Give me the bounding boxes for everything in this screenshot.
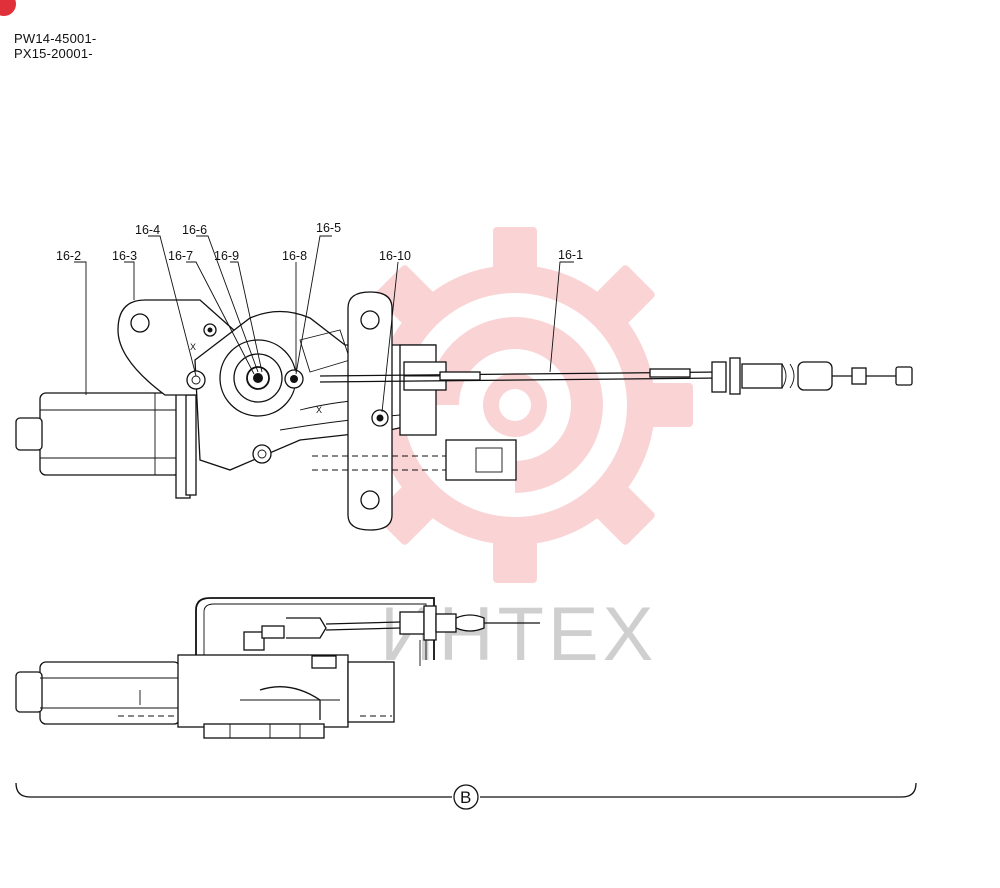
callout-labels: 16-4 16-6 16-5 16-2 16-3 16-7 16-9 16-8 … — [56, 221, 583, 263]
callout-16-3: 16-3 — [112, 249, 137, 263]
view-brace: B — [15, 782, 917, 810]
corner-badge-icon — [0, 0, 16, 16]
callout-16-1: 16-1 — [558, 248, 583, 262]
serial-range-1: PW14-45001- — [14, 31, 97, 46]
callout-16-7: 16-7 — [168, 249, 193, 263]
bracket-right — [347, 291, 393, 531]
callout-16-5: 16-5 — [316, 221, 341, 235]
wire-connector — [312, 439, 517, 481]
callout-16-10: 16-10 — [379, 249, 411, 263]
cable-clamp — [399, 344, 447, 436]
callout-16-2: 16-2 — [56, 249, 81, 263]
motor-body — [15, 387, 197, 499]
side-view-assembly — [15, 597, 540, 739]
callout-16-4: 16-4 — [135, 223, 160, 237]
control-cable — [319, 357, 913, 395]
callout-16-8: 16-8 — [282, 249, 307, 263]
svg-text:X: X — [190, 342, 196, 352]
view-label: B — [460, 788, 471, 807]
callout-16-6: 16-6 — [182, 223, 207, 237]
serial-range-2: PX15-20001- — [14, 46, 93, 61]
svg-text:X: X — [316, 405, 322, 415]
callout-16-9: 16-9 — [214, 249, 239, 263]
leader-lines — [74, 235, 574, 413]
